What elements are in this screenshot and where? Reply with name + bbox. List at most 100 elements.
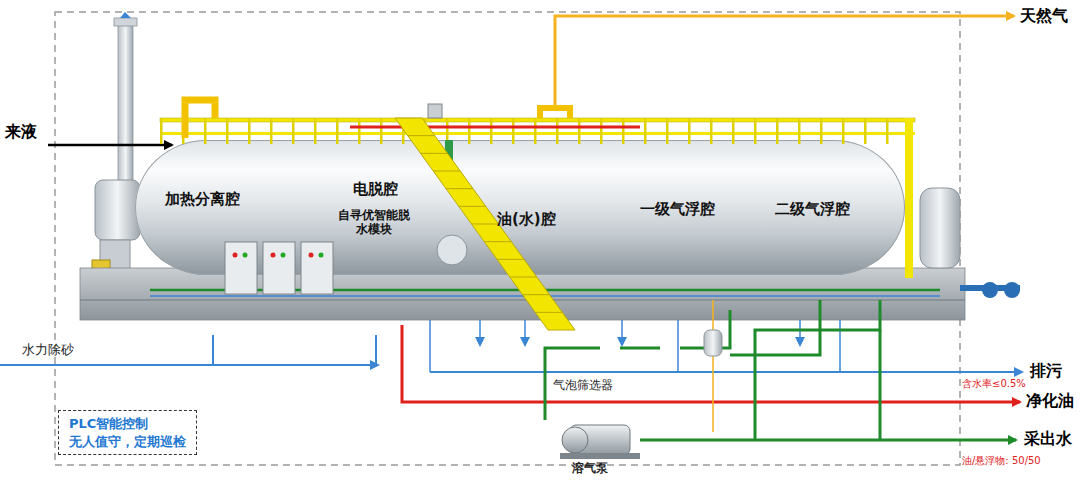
- spec-note: 含水率≤0.5%: [962, 378, 1026, 390]
- flow-label: 排污: [1030, 361, 1062, 380]
- circle-shape: [271, 253, 276, 258]
- line-shape: [433, 171, 460, 172]
- line-shape: [535, 312, 562, 313]
- rect-shape: [960, 285, 1020, 291]
- circle-shape: [562, 427, 588, 453]
- polyline-shape: [555, 16, 1014, 108]
- rect-shape: [95, 180, 140, 240]
- path-shape: [185, 100, 215, 138]
- circle-shape: [437, 235, 467, 265]
- rect-shape: [704, 330, 722, 356]
- rect-shape: [490, 118, 493, 144]
- part-name: 气泡筛选器: [553, 378, 613, 392]
- chamber-label: 油(水)腔: [497, 210, 556, 228]
- rect-shape: [864, 118, 867, 144]
- rect-shape: [842, 118, 845, 144]
- circle-shape: [309, 253, 314, 258]
- line-shape: [799, 320, 801, 345]
- line-shape: [48, 144, 172, 147]
- rect-shape: [732, 118, 735, 144]
- rect-shape: [644, 118, 647, 144]
- line-shape: [484, 241, 511, 242]
- rect-shape: [402, 118, 405, 144]
- line-shape: [430, 371, 1022, 373]
- line-shape: [459, 206, 486, 207]
- rect-shape: [160, 132, 915, 135]
- rect-shape: [798, 118, 801, 144]
- rect-shape: [380, 118, 383, 144]
- chamber-label: 加热分离腔: [165, 190, 240, 208]
- polygon-shape: [395, 118, 575, 330]
- rect-shape: [118, 24, 133, 194]
- flow-label: 水力除砂: [22, 342, 74, 358]
- line-shape: [80, 300, 965, 301]
- polyline-shape: [755, 300, 880, 440]
- rect-shape: [776, 118, 779, 144]
- control-note: 无人值守，定期巡检: [69, 433, 186, 451]
- rect-shape: [114, 18, 137, 26]
- rect-shape: [55, 12, 960, 465]
- g-shape: [545, 300, 1016, 440]
- rect-shape: [622, 118, 625, 144]
- rect-shape: [358, 118, 361, 144]
- rect-shape: [445, 140, 453, 170]
- separator-vessel: 加热分离腔 电脱腔自寻优智能脱水模块 油(水)腔 一级气浮腔 二级气浮腔: [135, 140, 905, 275]
- chamber-label: 一级气浮腔: [640, 200, 715, 218]
- rect-shape: [160, 118, 915, 122]
- line-shape: [621, 320, 623, 345]
- rect-shape: [600, 118, 603, 144]
- line-shape: [523, 294, 550, 295]
- line-shape: [150, 295, 940, 297]
- polyline-shape: [730, 300, 820, 355]
- line-shape: [375, 335, 377, 365]
- line-shape: [510, 277, 537, 278]
- line-shape: [712, 300, 714, 432]
- rect-shape: [301, 242, 333, 294]
- line-shape: [620, 347, 660, 350]
- rect-shape: [512, 118, 515, 144]
- line-shape: [350, 126, 640, 129]
- rect-shape: [424, 118, 427, 144]
- line-shape: [839, 320, 841, 372]
- line-shape: [479, 320, 481, 345]
- chamber-label: 二级气浮腔: [775, 200, 850, 218]
- rect-shape: [270, 118, 273, 144]
- rect-shape: [920, 188, 960, 268]
- flow-label: 采出水: [1024, 429, 1072, 448]
- line-shape: [212, 335, 214, 365]
- flow-label: 天然气: [1020, 6, 1068, 25]
- rect-shape: [428, 104, 442, 118]
- circle-shape: [243, 253, 248, 258]
- spec-note: 油/悬浮物: 50/50: [962, 455, 1041, 467]
- line-shape: [497, 259, 524, 260]
- line-shape: [640, 439, 1016, 442]
- rect-shape: [182, 118, 185, 144]
- circle-shape: [281, 253, 286, 258]
- rect-shape: [80, 268, 965, 320]
- rect-shape: [336, 118, 339, 144]
- rect-shape: [754, 118, 757, 144]
- rect-shape: [225, 242, 257, 294]
- chamber-label: 自寻优智能脱水模块: [335, 208, 413, 237]
- rect-shape: [578, 118, 581, 144]
- rect-shape: [468, 118, 471, 144]
- rect-shape: [263, 242, 295, 294]
- rect-shape: [534, 118, 537, 144]
- rect-shape: [248, 118, 251, 144]
- line-shape: [0, 364, 378, 366]
- line-shape: [677, 320, 679, 372]
- line-shape: [408, 135, 435, 136]
- line-shape: [472, 224, 499, 225]
- chamber-label: 电脱腔: [353, 180, 398, 198]
- flow-label: 净化油: [1026, 391, 1074, 410]
- rect-shape: [556, 118, 559, 144]
- rect-shape: [560, 453, 640, 459]
- rect-shape: [446, 118, 449, 144]
- rect-shape: [314, 118, 317, 144]
- circle-shape: [233, 253, 238, 258]
- line-shape: [524, 320, 526, 345]
- line-shape: [150, 289, 940, 292]
- rect-shape: [886, 118, 889, 144]
- path-shape: [540, 108, 570, 118]
